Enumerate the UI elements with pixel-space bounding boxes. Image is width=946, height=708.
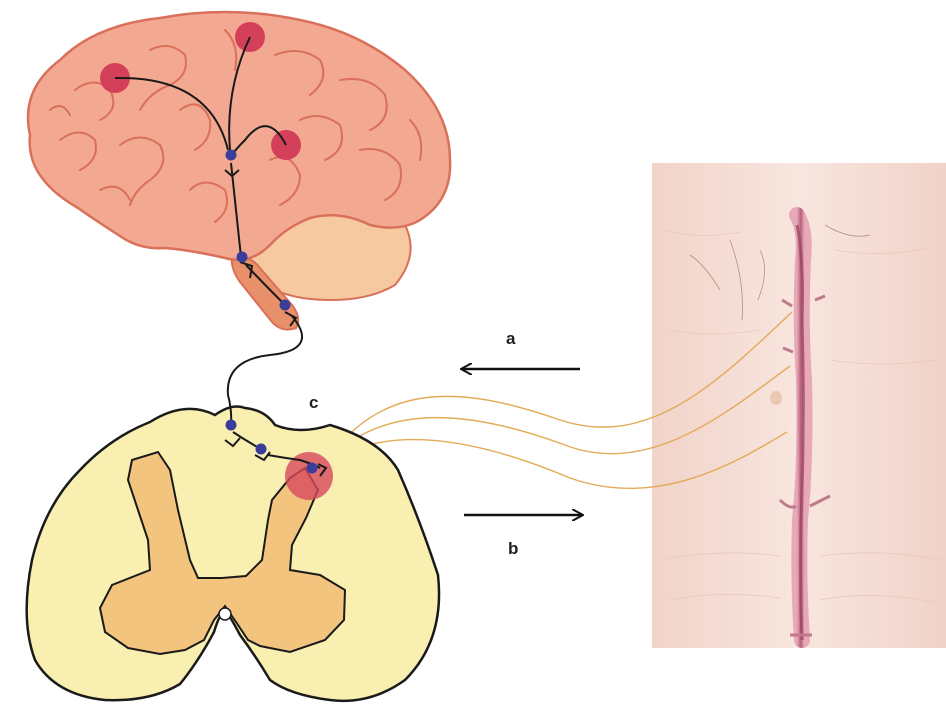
- spinal-cord-cross-section: [27, 407, 439, 701]
- label-b: b: [508, 539, 518, 559]
- skin-bump: [770, 391, 782, 405]
- central-canal: [219, 608, 231, 620]
- label-a: a: [506, 329, 515, 349]
- spinal-cord-outline: [27, 407, 439, 701]
- label-c: c: [309, 393, 318, 413]
- skin-scar-photo: [652, 163, 946, 648]
